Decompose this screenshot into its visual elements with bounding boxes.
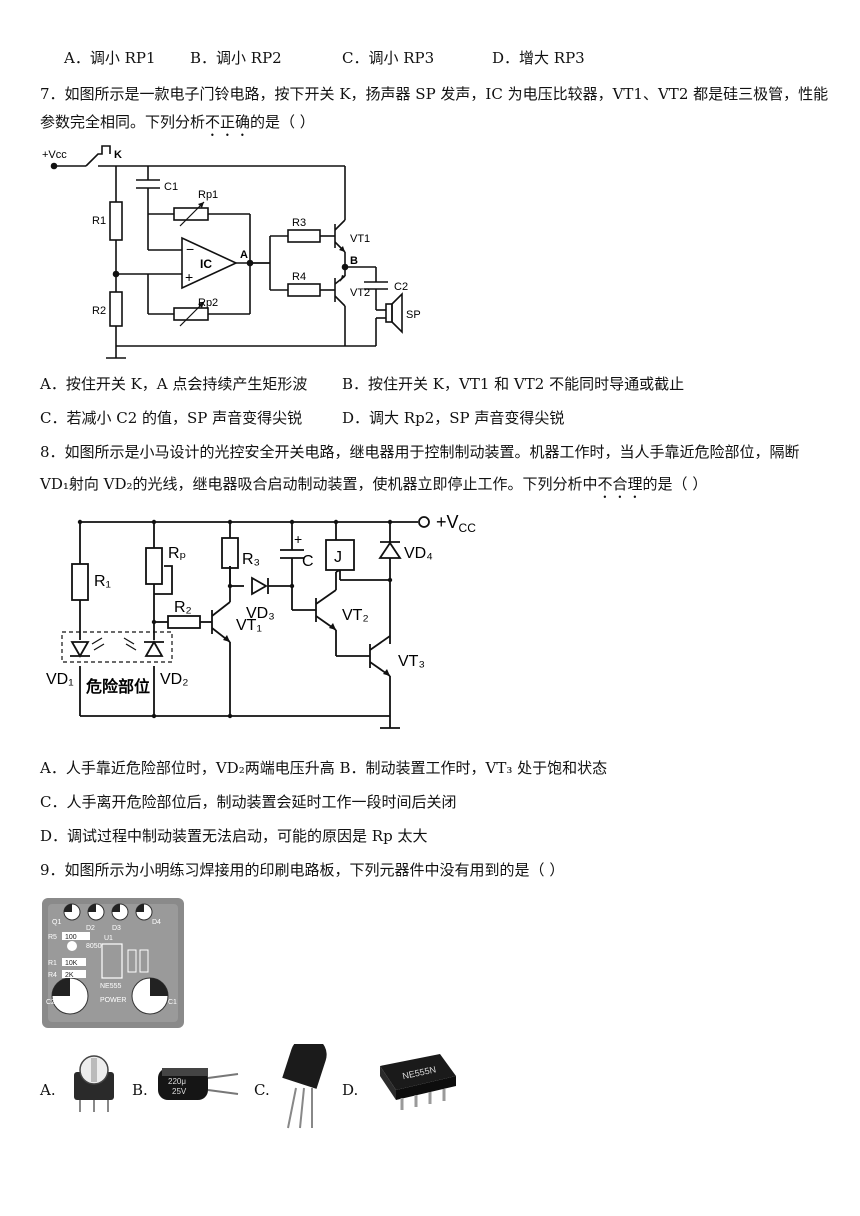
q8-circuit-diagram: +VCC R₁ Rₚ R₂ R₃ VD₃ C + J VD₄ VT₁ VT₂ V… — [46, 512, 476, 729]
q7-stem-line1: 7．如图所示是一款电子门铃电路，按下开关 K，扬声器 SP 发声，IC 为电压比… — [40, 85, 829, 103]
q7-label-a: A — [240, 249, 248, 261]
pcb-label-c1: C1 — [168, 999, 177, 1006]
pcb-label-d3: D3 — [112, 925, 121, 932]
q8-option-ab: A．人手靠近危险部位时，VD₂两端电压升高 B．制动装置工作时，VT₃ 处于饱和… — [40, 759, 608, 777]
pcb-label-r4: R4 — [48, 972, 57, 979]
q8-label-r2: R₂ — [174, 599, 192, 616]
q8-label-vd2: VD₂ — [160, 671, 188, 688]
pcb-label-r1: R1 — [48, 960, 57, 967]
pcb-label-d2: D2 — [86, 925, 95, 932]
pcb-value-r5: 100 — [65, 934, 77, 941]
q7-option-c: C．若减小 C2 的值，SP 声音变得尖锐 — [40, 409, 303, 427]
capacitor-marking-voltage: 25V — [172, 1087, 187, 1096]
q7-emphasis: 不正确 — [205, 113, 251, 131]
q8-option-c: C．人手离开危险部位后，制动装置会延时工作一段时间后关闭 — [40, 793, 457, 811]
q7-label-c2: C2 — [394, 281, 408, 293]
q8-label-j: J — [334, 549, 342, 566]
q9-option-c-label: C. — [254, 1081, 270, 1099]
q8-label-c: C — [302, 553, 314, 570]
q8-option-d: D．调试过程中制动装置无法启动，可能的原因是 Rp 太大 — [40, 827, 428, 845]
q7-label-rp2: Rp2 — [198, 297, 218, 309]
trimmer-potentiometer-image — [74, 1055, 114, 1112]
q8-label-r1: R₁ — [94, 573, 111, 590]
pcb-label-r5: R5 — [48, 934, 57, 941]
q7-label-rp1: Rp1 — [198, 189, 218, 201]
q6-option-c: C．调小 RP3 — [342, 49, 435, 67]
pcb-label-8050: 8050 — [86, 943, 102, 950]
q8-stem-line1: 8．如图所示是小马设计的光控安全开关电路，继电器用于控制制动装置。机器工作时，当… — [40, 443, 800, 461]
q8-label-c-plus: + — [294, 531, 302, 547]
q7-option-a: A．按住开关 K，A 点会持续产生矩形波 — [40, 375, 308, 393]
ne555-chip-image: NE555N — [380, 1054, 456, 1110]
q8-label-vt1: VT₁ — [236, 617, 262, 634]
q8-label-vt2: VT₂ — [342, 607, 369, 624]
q7-label-vt2: VT2 — [350, 287, 370, 299]
transistor-to92-image — [282, 1044, 327, 1129]
pcb-label-d4: D4 — [152, 919, 161, 926]
q8-label-vd3: VD₃ — [246, 605, 275, 622]
q9-pcb-photo: Q1 D2 D3 D4 R5 U1 8050 R1 R4 NE555 POWER… — [42, 898, 184, 1028]
pcb-value-r1: 10K — [65, 960, 78, 967]
q6-option-d: D．增大 RP3 — [492, 49, 585, 67]
electrolytic-capacitor-image: 220μ 25V — [158, 1068, 239, 1100]
pcb-label-q1: Q1 — [52, 919, 61, 926]
q8-label-rp: Rₚ — [168, 545, 186, 562]
q8-label-r3: R₃ — [242, 551, 260, 568]
q7-circuit-diagram: +Vcc K C1 Rp1 R1 R2 IC − + A R3 R4 VT1 V… — [42, 145, 421, 359]
q7-label-minus: − — [186, 241, 194, 257]
q7-label-c1: C1 — [164, 181, 178, 193]
pcb-label-ne555: NE555 — [100, 983, 122, 990]
q7-label-ic: IC — [200, 257, 212, 271]
q7-label-plus: + — [185, 269, 193, 285]
q7-option-d: D．调大 Rp2，SP 声音变得尖锐 — [342, 409, 565, 427]
q9-option-b-label: B. — [132, 1081, 148, 1099]
q9-stem: 9．如图所示为小明练习焊接用的印刷电路板，下列元器件中没有用到的是（ ） — [40, 861, 565, 879]
q6-option-b: B．调小 RP2 — [190, 49, 282, 67]
q7-label-b: B — [350, 255, 358, 267]
q8-label-danger: 危险部位 — [86, 677, 150, 696]
q7-label-r1: R1 — [92, 215, 106, 227]
pcb-value-r4: 2K — [65, 972, 74, 979]
q7-label-sp: SP — [406, 309, 421, 321]
q8-label-vd4: VD₄ — [404, 545, 433, 562]
q6-option-a: A．调小 RP1 — [64, 49, 156, 67]
q7-label-vcc: +Vcc — [42, 149, 67, 161]
pcb-label-u1: U1 — [104, 935, 113, 942]
pcb-label-power: POWER — [100, 997, 126, 1004]
q7-label-vt1: VT1 — [350, 233, 370, 245]
q9-option-d-label: D. — [342, 1081, 359, 1099]
q7-label-r2: R2 — [92, 305, 106, 317]
q9-option-a-label: A. — [40, 1081, 56, 1099]
q7-label-r3: R3 — [292, 217, 306, 229]
q8-emphasis: 不合理 — [597, 475, 643, 493]
q7-option-b: B．按住开关 K，VT1 和 VT2 不能同时导通或截止 — [342, 375, 685, 393]
q8-label-vcc: +VCC — [436, 512, 476, 535]
q8-stem-line2: VD₁射向 VD₂的光线，继电器吸合启动制动装置，使机器立即停止工作。下列分析中… — [40, 475, 708, 493]
q7-label-r4: R4 — [292, 271, 306, 283]
q7-stem-line2: 参数完全相同。下列分析不正确的是（ ） — [40, 113, 315, 131]
q8-label-vd1: VD₁ — [46, 671, 74, 688]
q8-label-vt3: VT₃ — [398, 653, 425, 670]
capacitor-marking-value: 220μ — [168, 1077, 186, 1086]
pcb-label-c2: C2 — [46, 999, 55, 1006]
q7-label-k: K — [114, 149, 122, 161]
